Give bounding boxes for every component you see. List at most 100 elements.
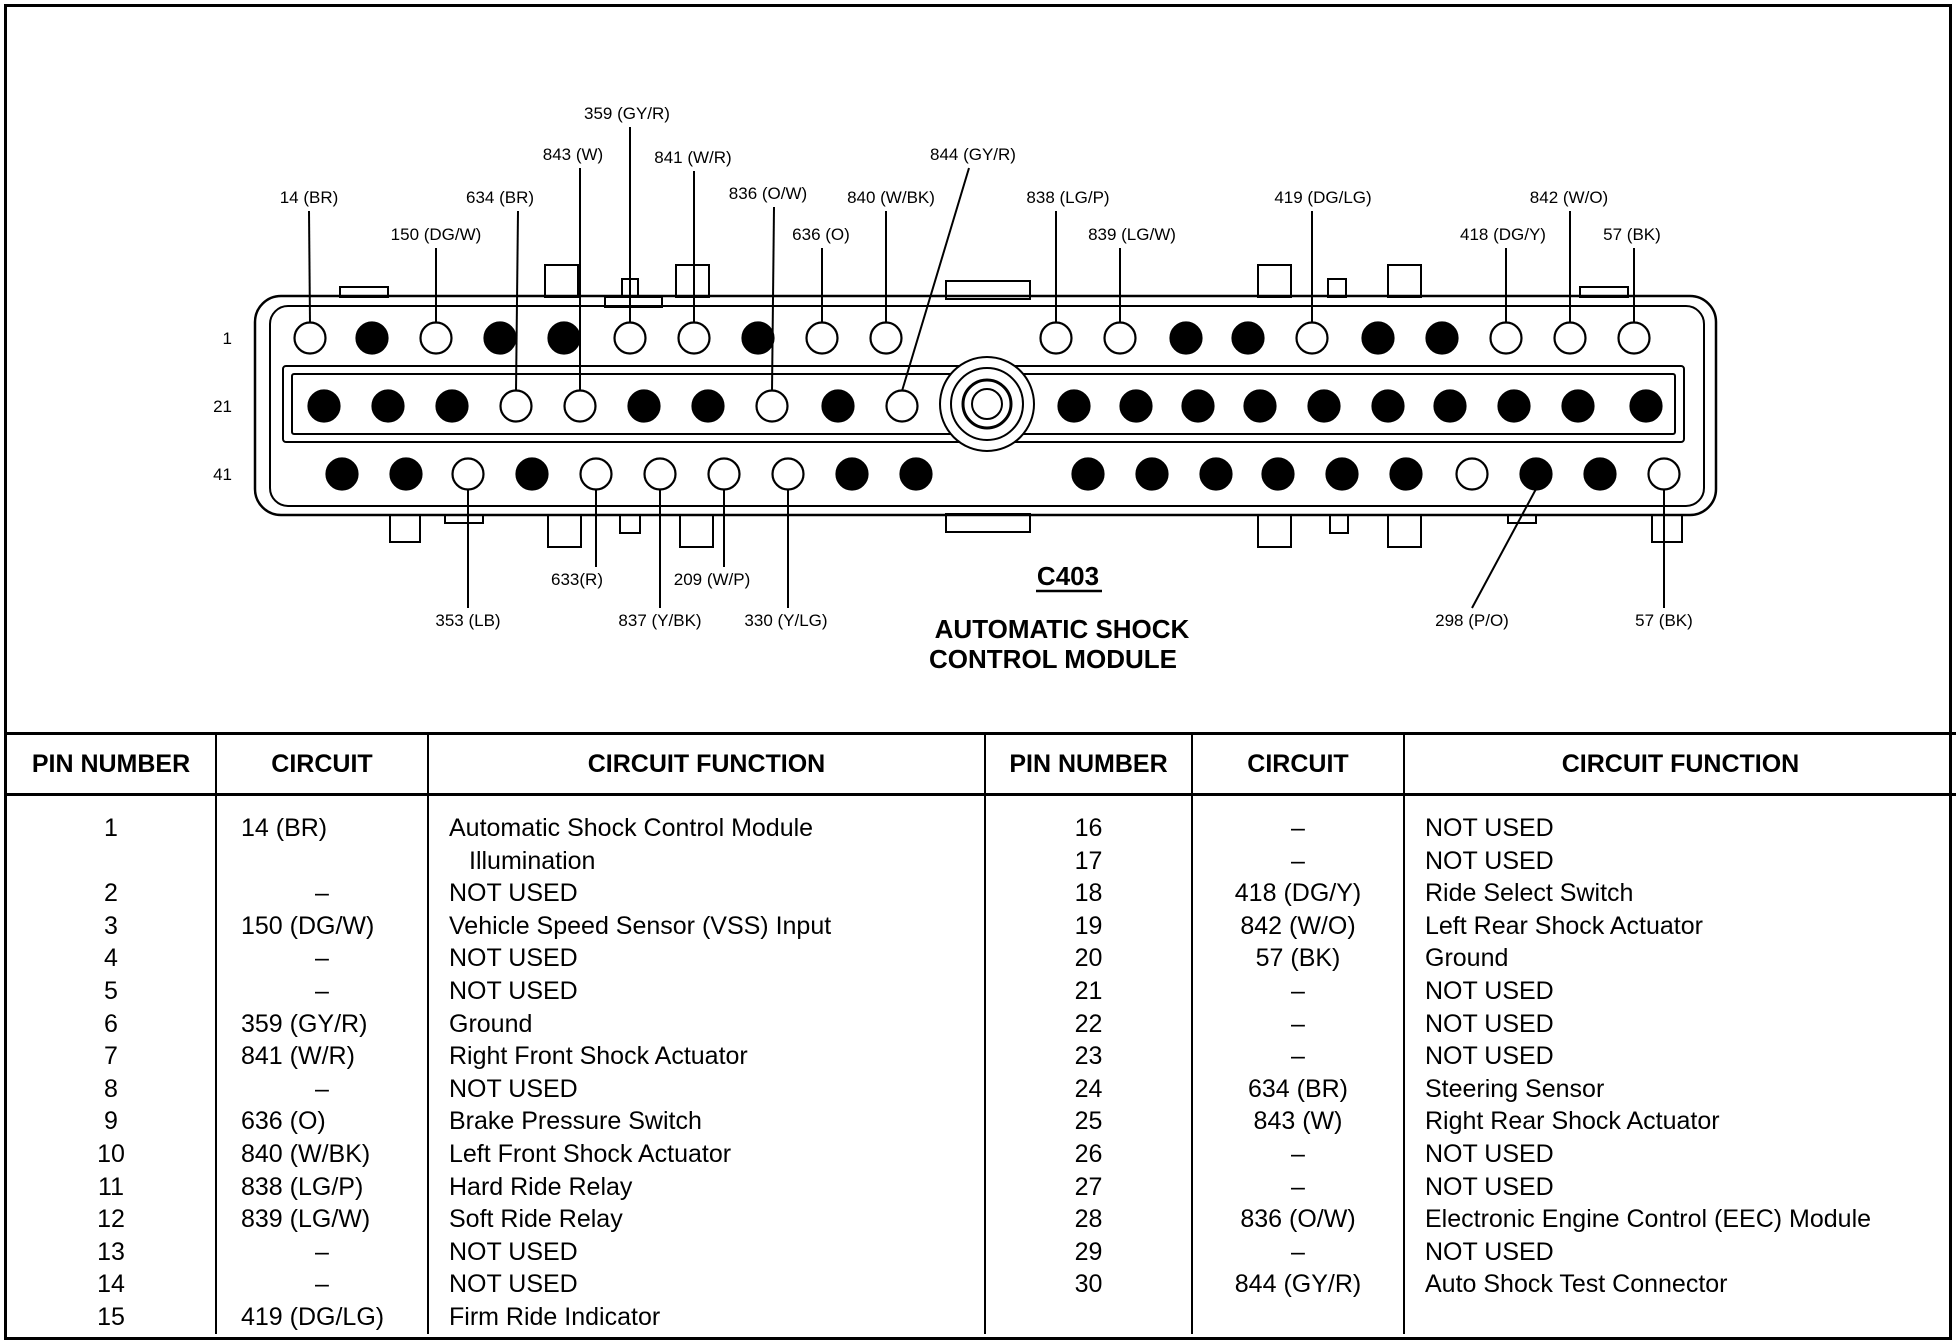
circuit-function-cell: NOT USED xyxy=(1425,1139,1554,1168)
circuit-function-cell: Left Rear Shock Actuator xyxy=(1425,911,1703,940)
pin-2-filled xyxy=(355,321,389,355)
pin-51-filled xyxy=(1071,457,1105,491)
pin-44-filled xyxy=(515,457,549,491)
pin-25-open xyxy=(563,389,597,423)
top-wire-label: 843 (W) xyxy=(543,145,603,164)
pin-36-filled xyxy=(1371,389,1405,423)
top-wire-label: 636 (O) xyxy=(792,225,850,244)
circuit-cell: 843 (W) xyxy=(1253,1107,1343,1136)
pin-number-cell: 26 xyxy=(1074,1139,1103,1168)
circuit-function-cell: Ground xyxy=(449,1009,533,1038)
circuit-cell: 836 (O/W) xyxy=(1240,1205,1356,1234)
pin-53-filled xyxy=(1199,457,1233,491)
pin-number-cell: 2 xyxy=(104,879,118,908)
pin-number-cell: 15 xyxy=(97,1302,125,1331)
pin-11-open xyxy=(1039,321,1073,355)
wire-labels: 14 (BR)150 (DG/W)634 (BR)843 (W)359 (GY/… xyxy=(280,104,1693,630)
circuit-function-cell: Steering Sensor xyxy=(1425,1074,1605,1103)
circuit-function-cell: Automatic Shock Control Module xyxy=(449,814,814,842)
pin-55-filled xyxy=(1325,457,1359,491)
circuit-cell: 14 (BR) xyxy=(241,814,328,842)
circuit-cell: 57 (BK) xyxy=(1255,944,1341,973)
pin-number-cell: 5 xyxy=(104,976,118,1005)
pin-number-cell: 17 xyxy=(1074,846,1103,875)
circuit-function-cell: Electronic Engine Control (EEC) Module xyxy=(1425,1205,1872,1234)
pin-12-open xyxy=(1103,321,1137,355)
pin-number-cell: 30 xyxy=(1074,1270,1103,1299)
circuit-function-cell: Ride Select Switch xyxy=(1425,879,1634,908)
pin-35-filled xyxy=(1307,389,1341,423)
pin-23-filled xyxy=(435,389,469,423)
top-wire-label: 359 (GY/R) xyxy=(584,104,670,123)
circuit-function-cell: Auto Shock Test Connector xyxy=(1425,1270,1728,1299)
pin-40-filled xyxy=(1629,389,1663,423)
pin-41-filled xyxy=(325,457,359,491)
circuit-cell: 841 (W/R) xyxy=(241,1042,355,1071)
top-wire-label: 634 (BR) xyxy=(466,188,534,207)
pin-50-filled xyxy=(899,457,933,491)
pin-number-cell: 16 xyxy=(1074,814,1103,842)
pin-5-filled xyxy=(547,321,581,355)
header-circuit: CIRCUIT xyxy=(215,732,428,796)
circuit-cell xyxy=(241,845,427,878)
circuit-cell: – xyxy=(1291,1172,1305,1201)
pin-52-filled xyxy=(1135,457,1169,491)
top-wire-label: 841 (W/R) xyxy=(654,148,731,167)
pin-57-open xyxy=(1455,457,1489,491)
pin-number-cell: 3 xyxy=(104,911,118,940)
top-wire-label: 839 (LG/W) xyxy=(1088,225,1176,244)
header-pin-number: PIN NUMBER xyxy=(7,732,216,796)
circuit-function-cell: NOT USED xyxy=(1425,976,1554,1005)
circuit-function-cell: NOT USED xyxy=(1425,814,1554,842)
pin-59-filled xyxy=(1583,457,1617,491)
pin-3-open xyxy=(419,321,453,355)
circuit-cell: 419 (DG/LG) xyxy=(241,1302,385,1331)
pin-6-open xyxy=(613,321,647,355)
circuit-cell: – xyxy=(1291,1139,1305,1168)
pin-number-cell: 20 xyxy=(1074,944,1103,973)
pin-28-open xyxy=(755,389,789,423)
circuit-function-cell: Vehicle Speed Sensor (VSS) Input xyxy=(449,911,832,940)
pin-47-open xyxy=(707,457,741,491)
circuit-cell: – xyxy=(1291,1237,1305,1266)
row-label: 41 xyxy=(213,465,232,484)
pin-20-open xyxy=(1617,321,1651,355)
connector-id: C403 xyxy=(1037,561,1099,591)
top-wire-label: 844 (GY/R) xyxy=(930,145,1016,164)
circuit-function-cell: NOT USED xyxy=(449,944,578,973)
circuit-function-cell: Right Rear Shock Actuator xyxy=(1425,1107,1720,1136)
pin-14-filled xyxy=(1231,321,1265,355)
pin-32-filled xyxy=(1119,389,1153,423)
pin-18-open xyxy=(1489,321,1523,355)
circuit-function-cell: Brake Pressure Switch xyxy=(449,1107,702,1136)
leader-line xyxy=(308,210,311,324)
top-wire-label: 840 (W/BK) xyxy=(847,188,935,207)
pin-number-cell: 19 xyxy=(1074,911,1103,940)
circuit-cell: – xyxy=(1291,1042,1305,1071)
pin-number-cell: 14 xyxy=(97,1270,125,1299)
pin-39-filled xyxy=(1561,389,1595,423)
circuit-cell: – xyxy=(315,1270,329,1299)
circuit-function-cell: Right Front Shock Actuator xyxy=(449,1042,748,1071)
pin-1-open xyxy=(293,321,327,355)
top-wire-label: 57 (BK) xyxy=(1603,225,1661,244)
circuit-cell: 359 (GY/R) xyxy=(241,1009,368,1038)
pin-number-cell: 22 xyxy=(1074,1009,1103,1038)
pin-45-open xyxy=(579,457,613,491)
pin-number-cell: 18 xyxy=(1074,879,1103,908)
pin-number-cell: 8 xyxy=(104,1074,118,1103)
row-label: 1 xyxy=(223,329,232,348)
connector-body xyxy=(253,264,1718,548)
pin-17-filled xyxy=(1425,321,1459,355)
circuit-cell: 418 (DG/Y) xyxy=(1234,879,1362,908)
pin-8-filled xyxy=(741,321,775,355)
pin-29-filled xyxy=(821,389,855,423)
circuit-cell: – xyxy=(315,879,329,908)
top-wire-label: 14 (BR) xyxy=(280,188,339,207)
pin-30-open xyxy=(885,389,919,423)
bottom-wire-label: 298 (P/O) xyxy=(1435,611,1509,630)
